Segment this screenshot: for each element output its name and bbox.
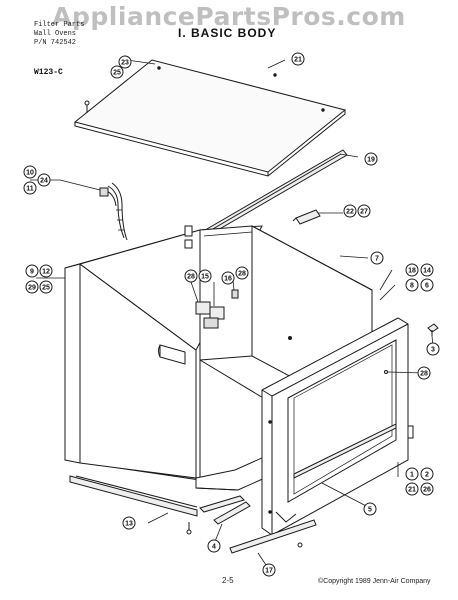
- svg-text:28: 28: [238, 271, 246, 278]
- top-panel-screw: [84, 100, 90, 113]
- svg-text:28: 28: [187, 274, 195, 281]
- callout-21-top: 21: [291, 52, 305, 66]
- svg-text:10: 10: [26, 170, 34, 177]
- svg-text:9: 9: [30, 269, 34, 276]
- callout-12: 12: [39, 264, 53, 278]
- svg-text:7: 7: [375, 256, 379, 263]
- svg-text:16: 16: [224, 276, 232, 283]
- callout-14: 14: [420, 263, 434, 277]
- clip-bracket: [292, 209, 321, 225]
- bottom-trim-strip: [293, 423, 397, 479]
- callout-25-top: 25: [110, 65, 124, 79]
- relay-assembly: [195, 289, 239, 329]
- model-number: W123-C: [34, 68, 63, 77]
- svg-text:21: 21: [408, 487, 416, 494]
- callout-7: 7: [370, 251, 384, 265]
- callout-9: 9: [25, 264, 39, 278]
- svg-text:19: 19: [367, 157, 375, 164]
- callout-22: 22: [343, 204, 357, 218]
- svg-text:27: 27: [360, 209, 368, 216]
- svg-text:23: 23: [121, 60, 129, 67]
- page-number: 2-5: [222, 576, 234, 585]
- callout-21-lower: 21: [405, 482, 419, 496]
- watermark: AppliancePartsPros.com: [52, 2, 406, 31]
- callout-29: 29: [25, 280, 39, 294]
- svg-text:1: 1: [410, 472, 414, 479]
- svg-text:28: 28: [420, 371, 428, 378]
- svg-text:15: 15: [201, 274, 209, 281]
- callout-18: 18: [405, 263, 419, 277]
- copyright-notice: ©Copyright 1989 Jenn-Air Company: [318, 578, 431, 585]
- svg-text:13: 13: [125, 521, 133, 528]
- wire-harness: [99, 182, 128, 241]
- callout-19: 19: [364, 152, 378, 166]
- callout-28-a: 28: [184, 269, 198, 283]
- bottom-left-rail: [69, 475, 198, 517]
- header-line-2: Wall Ovens: [34, 30, 77, 38]
- callout-10: 10: [23, 165, 37, 179]
- svg-text:25: 25: [113, 70, 121, 77]
- svg-text:17: 17: [265, 568, 273, 575]
- callout-24: 24: [37, 173, 51, 187]
- svg-text:3: 3: [431, 347, 435, 354]
- svg-text:26: 26: [423, 487, 431, 494]
- svg-text:24: 24: [40, 178, 48, 185]
- svg-text:11: 11: [26, 186, 34, 193]
- callout-28-b: 28: [235, 266, 249, 280]
- callout-4: 4: [207, 539, 221, 553]
- svg-text:8: 8: [410, 283, 414, 290]
- callout-3: 3: [426, 342, 440, 356]
- svg-text:12: 12: [42, 269, 50, 276]
- callout-13: 13: [122, 516, 136, 530]
- diagram-title: I. BASIC BODY: [178, 26, 277, 40]
- svg-text:5: 5: [368, 507, 372, 514]
- svg-text:18: 18: [408, 268, 416, 275]
- callout-28-c: 28: [417, 366, 431, 380]
- callout-26: 26: [420, 482, 434, 496]
- callout-5: 5: [363, 502, 377, 516]
- svg-text:6: 6: [425, 283, 429, 290]
- svg-text:29: 29: [28, 285, 36, 292]
- svg-text:4: 4: [212, 544, 216, 551]
- terminal-mount: [427, 323, 439, 336]
- callout-16: 16: [221, 271, 235, 285]
- bottom-screws: [186, 336, 303, 548]
- callout-2: 2: [420, 467, 434, 481]
- callout-25-left: 25: [39, 280, 53, 294]
- front-frame: [261, 317, 414, 536]
- callout-27-upper: 27: [357, 204, 371, 218]
- bottom-center-rail: [199, 495, 251, 525]
- callout-8: 8: [405, 278, 419, 292]
- top-panel: [73, 59, 347, 177]
- callout-1: 1: [405, 467, 419, 481]
- callout-23: 23: [118, 55, 132, 69]
- callout-17: 17: [262, 563, 276, 577]
- callout-11: 11: [23, 181, 37, 195]
- svg-text:2: 2: [425, 472, 429, 479]
- bottom-front-rail: [229, 519, 317, 554]
- header-line-1: Filter Parts: [34, 21, 85, 29]
- svg-text:22: 22: [346, 209, 354, 216]
- svg-text:14: 14: [423, 268, 431, 275]
- callout-6: 6: [420, 278, 434, 292]
- svg-text:25: 25: [42, 285, 50, 292]
- callout-15: 15: [198, 269, 212, 283]
- svg-text:21: 21: [294, 57, 302, 64]
- header-line-3: P/N 742542: [34, 39, 77, 47]
